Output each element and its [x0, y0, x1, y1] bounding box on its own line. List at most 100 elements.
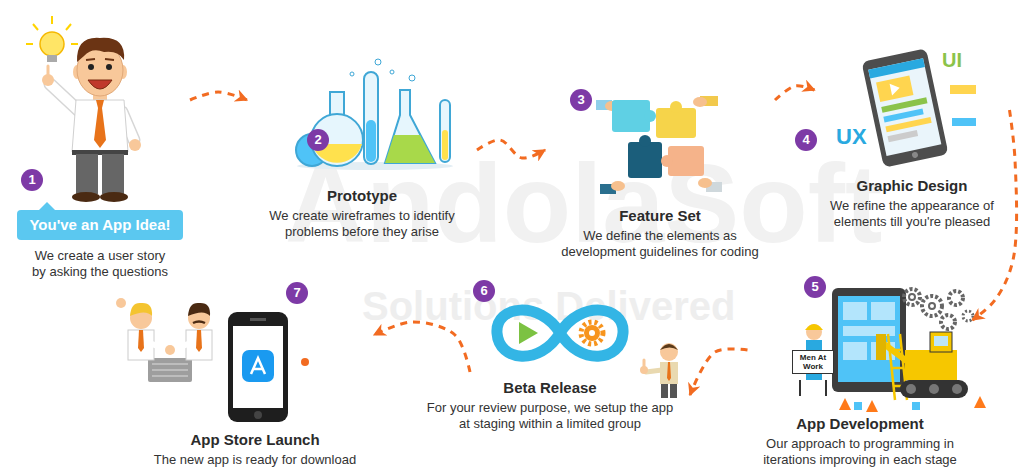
idea-man-figure [26, 16, 141, 202]
app-development-figure-part-part [904, 289, 920, 305]
beta-release-figure-part [589, 330, 595, 336]
step-description: For your review purpose, we setup the ap… [420, 400, 680, 432]
phone-design-figure-part-part [887, 130, 918, 142]
idea-man-figure-part [47, 66, 50, 75]
callout-number: 3 [570, 89, 592, 111]
step-node: PrototypeWe create wireframes to identif… [247, 55, 477, 240]
app-store-figure-part [193, 322, 205, 324]
step-node: You've an App Idea! We create a user stor… [10, 5, 190, 280]
beta-release-figure [497, 310, 678, 398]
app-development-figure-part [952, 384, 962, 394]
step-node: App Store LaunchThe new app is ready for… [136, 310, 374, 468]
phone-design-figure-part [952, 118, 976, 126]
idea-man-figure-part [88, 64, 94, 70]
idea-man-figure-part [76, 154, 98, 194]
puzzle-figure-part [668, 146, 704, 176]
app-store-figure-part [301, 358, 309, 366]
app-development-figure-part-part [941, 315, 955, 329]
callout-number: 1 [21, 169, 43, 191]
app-store-figure-part [165, 345, 175, 355]
app-development-figure-part [934, 336, 948, 346]
app-store-figure-part [228, 312, 288, 422]
app-development-figure-part [900, 380, 968, 398]
step-text-stack: Graphic DesignWe refine the appearance o… [815, 176, 1010, 230]
phone-design-figure-part-part [868, 58, 941, 156]
app-development-figure-part [854, 402, 862, 410]
puzzle-figure-part [670, 101, 682, 113]
step-text-stack: App Store LaunchThe new app is ready for… [136, 430, 374, 468]
app-development-figure-part [825, 380, 827, 396]
flow-arrow [690, 349, 748, 395]
idea-man-figure-part-part [33, 24, 38, 30]
app-store-figure-part [116, 298, 126, 308]
beta-release-figure-part [581, 322, 603, 344]
idea-man-figure-part [47, 55, 57, 62]
idea-man-figure-part-part [26, 43, 33, 45]
callout-number: 6 [473, 280, 495, 302]
beta-release-figure-part [643, 360, 646, 367]
app-development-figure-part-part [909, 294, 915, 300]
app-store-figure-part [233, 326, 283, 408]
ux-tag: UX [836, 126, 867, 148]
puzzle-figure [596, 96, 722, 194]
idea-man-figure-part [102, 154, 124, 194]
idea-man-figure-part [77, 38, 124, 62]
idea-man-figure-part [100, 192, 128, 202]
app-development-figure-part [866, 400, 878, 412]
puzzle-figure-part [698, 178, 712, 188]
beta-release-figure-part [667, 362, 671, 381]
app-store-figure-part [251, 358, 265, 374]
app-development-figure-part [876, 334, 886, 360]
ui-tag: UI [942, 50, 962, 70]
step-description: We create wireframes to identify problem… [257, 208, 467, 240]
app-store-figure-part [152, 364, 188, 376]
flasks-figure-part [385, 90, 435, 163]
step-title: You've an App Idea! [17, 210, 182, 240]
step-text-stack: You've an App Idea! We create a user stor… [10, 210, 190, 280]
idea-man-figure-part [40, 32, 64, 56]
flow-arrow [775, 86, 815, 100]
idea-man-figure-part [88, 80, 112, 89]
flasks-figure-part [366, 120, 376, 162]
idea-man-figure-part-part [51, 16, 53, 24]
flasks-figure-part [385, 135, 435, 163]
beta-release-figure-part [497, 310, 623, 356]
flasks-figure-part [364, 72, 378, 164]
flasks-figure-part [409, 75, 415, 81]
idea-man-figure-part [129, 139, 141, 151]
idea-man-figure-part [86, 59, 114, 60]
step-node: App DevelopmentOur approach to programmi… [748, 270, 973, 468]
step-title: Graphic Design [857, 176, 968, 195]
beta-release-figure-part [519, 322, 538, 344]
flasks-figure-part [350, 72, 354, 76]
flow-arrow [374, 322, 470, 372]
phone-design-figure-part-part [876, 75, 913, 102]
app-store-figure-part [196, 330, 202, 352]
step-description: We create a user story by asking the que… [28, 248, 173, 280]
flasks-figure-part [375, 59, 381, 65]
phone-design-figure-part [861, 48, 948, 167]
puzzle-figure-part [644, 110, 656, 122]
puzzle-figure-part [693, 97, 707, 107]
beta-release-figure-part [660, 362, 678, 384]
step-title: Feature Set [619, 206, 701, 225]
app-development-figure-part [912, 402, 920, 410]
app-development-figure-part [906, 384, 916, 394]
step-description: Our approach to programming in iteration… [753, 436, 968, 468]
app-development-figure-part [905, 350, 957, 380]
app-store-figure-part [188, 303, 210, 316]
app-development-figure-part-part [949, 291, 963, 305]
phone-design-figure [861, 48, 976, 167]
idea-man-figure-part [106, 64, 112, 70]
step-text-stack: PrototypeWe create wireframes to identif… [247, 186, 477, 240]
beta-release-figure-part [646, 370, 662, 372]
phone-design-figure-part-part [868, 58, 925, 78]
callout-number: 4 [795, 129, 817, 151]
app-development-figure-part [930, 332, 952, 352]
puzzle-figure-part [661, 155, 673, 167]
phone-design-figure-part-part [890, 82, 901, 96]
flasks-figure [296, 59, 453, 170]
flasks-figure-part [440, 100, 450, 162]
